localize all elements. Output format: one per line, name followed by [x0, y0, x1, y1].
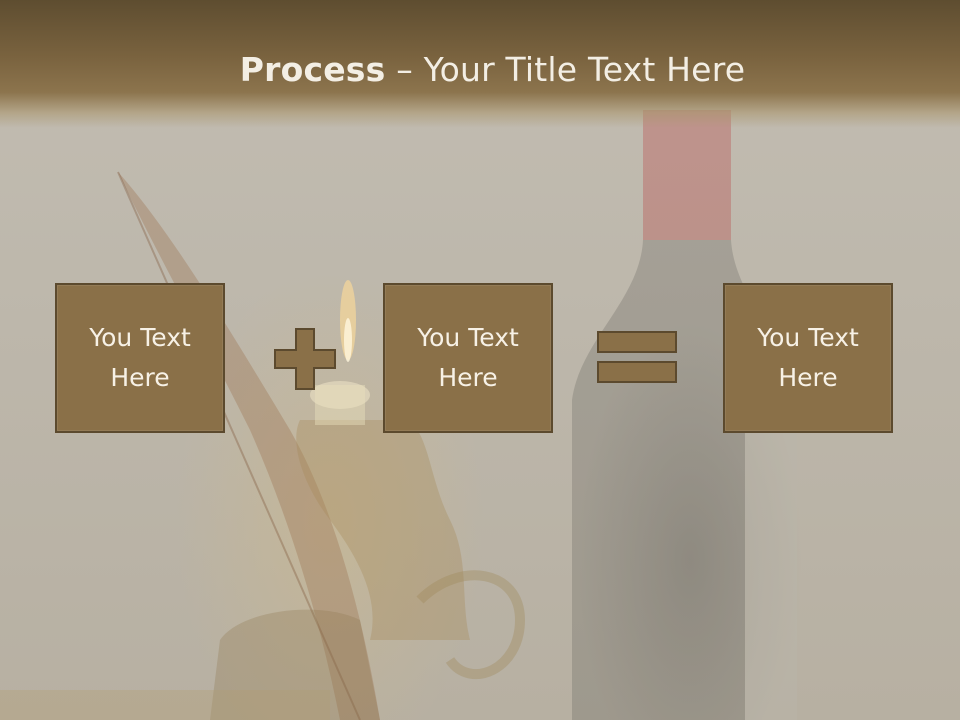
process-box-label: You Text Here: [417, 323, 519, 392]
plus-icon: [274, 328, 336, 390]
slide-title: Process – Your Title Text Here: [0, 50, 960, 89]
process-box-label: You Text Here: [757, 323, 859, 392]
title-bold: Process: [239, 50, 386, 89]
process-box-3[interactable]: You Text Here: [723, 283, 893, 433]
process-box-label: You Text Here: [89, 323, 191, 392]
title-dash: –: [385, 50, 424, 89]
equals-icon: [597, 331, 677, 383]
title-bar: [0, 0, 960, 128]
title-rest: Your Title Text Here: [423, 50, 746, 89]
process-box-1[interactable]: You Text Here: [55, 283, 225, 433]
process-box-2[interactable]: You Text Here: [383, 283, 553, 433]
